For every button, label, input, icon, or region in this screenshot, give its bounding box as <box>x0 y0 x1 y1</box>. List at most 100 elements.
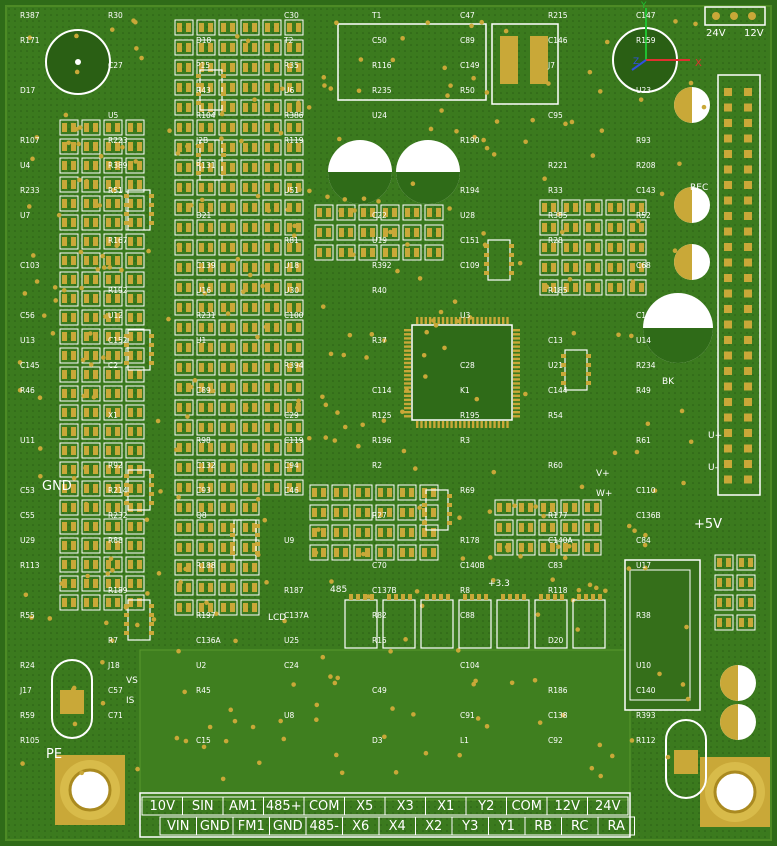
smd-resistor <box>240 199 260 216</box>
u11-pin <box>513 341 520 344</box>
smd-resistor <box>262 259 282 276</box>
via <box>332 438 338 443</box>
via <box>30 253 36 258</box>
component-label: R208 <box>636 161 656 170</box>
component-label: C138 <box>548 711 568 720</box>
smd-resistor <box>174 559 194 576</box>
via <box>278 130 284 136</box>
smd-resistor <box>358 224 378 241</box>
component-label: C152 <box>108 336 128 345</box>
smd-resistor <box>262 179 282 196</box>
component-label: K1 <box>460 386 470 395</box>
smd-resistor <box>125 233 145 250</box>
via <box>22 291 28 296</box>
smd-resistor <box>196 519 216 536</box>
u11-pin <box>454 421 458 428</box>
j17-pin <box>724 212 732 220</box>
smd-resistor <box>125 404 145 421</box>
smd-resistor <box>218 459 238 476</box>
j17-pin <box>744 119 752 127</box>
capacitor-c140a <box>720 665 756 701</box>
via <box>296 398 301 404</box>
component-label: C57 <box>108 686 123 695</box>
smd-resistor <box>262 379 282 396</box>
component-label: U7 <box>20 211 30 220</box>
via <box>688 439 694 445</box>
via <box>78 249 84 255</box>
component-label: C91 <box>460 711 475 720</box>
via <box>431 318 436 323</box>
smd-resistor <box>583 259 603 276</box>
smd-resistor <box>218 219 238 236</box>
ic-package <box>484 239 514 281</box>
smd-resistor <box>353 484 373 501</box>
smd-resistor <box>284 479 304 496</box>
component-label: C109 <box>460 261 480 270</box>
via <box>347 332 353 338</box>
via <box>328 86 334 91</box>
component-label: R40 <box>372 286 387 295</box>
j17-pin <box>724 320 732 329</box>
smd-resistor <box>424 204 444 221</box>
component-label: R60 <box>548 461 563 470</box>
component-label: R386 <box>284 111 304 120</box>
smd-resistor <box>494 499 514 516</box>
via <box>484 90 490 95</box>
smd-resistor <box>103 442 123 459</box>
via <box>604 39 610 45</box>
u11-pin <box>404 357 411 361</box>
component-label: R7 <box>108 636 118 645</box>
u11-pin <box>404 378 411 381</box>
smd-resistor <box>59 157 79 174</box>
smd-resistor <box>560 539 580 556</box>
u11-pin <box>459 317 462 324</box>
smd-resistor <box>284 359 304 376</box>
via <box>442 345 447 351</box>
via <box>567 276 573 282</box>
via <box>603 588 608 594</box>
smd-resistor <box>336 244 356 261</box>
smd-resistor <box>196 559 216 576</box>
driver-ic <box>344 594 378 649</box>
j17-pin <box>724 227 732 236</box>
smd-resistor <box>81 252 101 269</box>
terminal-label: RA <box>608 819 626 834</box>
via <box>151 617 157 622</box>
component-label: C49 <box>372 686 387 695</box>
via <box>626 523 632 529</box>
j17-pin <box>724 398 732 406</box>
via <box>571 330 577 336</box>
smd-resistor <box>196 419 216 436</box>
smd-resistor <box>103 214 123 231</box>
smd-resistor <box>103 480 123 497</box>
driver-ic <box>420 594 454 649</box>
smd-resistor <box>59 271 79 288</box>
component-label: U24 <box>372 111 387 120</box>
smd-resistor <box>196 479 216 496</box>
via <box>158 489 163 494</box>
smd-resistor <box>240 599 260 616</box>
component-label: R195 <box>460 411 480 420</box>
smd-resistor <box>59 176 79 193</box>
component-label: U1 <box>196 336 206 345</box>
smd-resistor <box>262 359 282 376</box>
via <box>202 290 208 296</box>
j17-pin <box>724 382 732 391</box>
via <box>74 69 80 75</box>
u11-pin <box>404 353 411 356</box>
smd-resistor <box>358 244 378 261</box>
smd-resistor <box>240 499 260 516</box>
smd-resistor <box>605 239 625 256</box>
j17-pin <box>724 274 732 282</box>
u11-pin <box>513 411 520 414</box>
via <box>188 202 194 208</box>
j17-pin <box>744 336 752 344</box>
smd-resistor <box>309 484 329 501</box>
u11-pin <box>420 421 423 428</box>
capacitor-c93 <box>396 140 460 204</box>
via <box>616 332 621 338</box>
u11-pin <box>420 317 423 324</box>
via <box>336 136 342 142</box>
